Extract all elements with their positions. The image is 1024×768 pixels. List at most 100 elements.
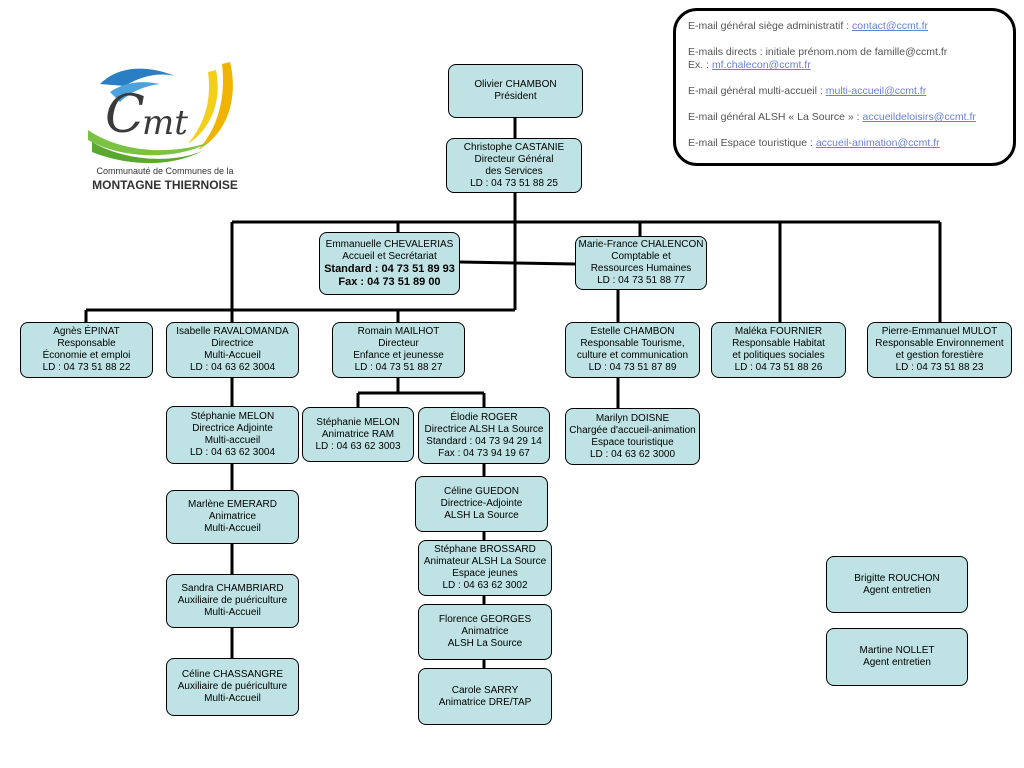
node-line: Animateur ALSH La Source	[423, 556, 547, 567]
node-line: Brigitte ROUCHON	[854, 572, 940, 584]
email-multi-accueil: E-mail général multi-accueil : multi-acc…	[688, 85, 927, 97]
node-line: LD : 04 63 62 3004	[189, 447, 276, 458]
node-line: Élodie ROGER	[450, 411, 518, 423]
node-line: Directrice ALSH La Source	[424, 423, 544, 435]
node-line: Multi-Accueil	[204, 350, 261, 361]
node-line: LD : 04 63 62 3002	[442, 580, 528, 591]
node-line: Économie et emploi	[42, 350, 131, 361]
node-line: Céline GUEDON	[443, 486, 520, 497]
node-line: Multi-accueil	[204, 435, 261, 446]
node-line: Florence GEORGES	[438, 614, 532, 625]
email-alsh: E-mail général ALSH « La Source » : accu…	[688, 111, 976, 123]
email-general: E-mail général siège administratif : con…	[688, 20, 929, 32]
svg-text:C: C	[105, 85, 145, 145]
email-direct: E-mails directs : initiale prénom.nom de…	[688, 46, 948, 71]
node-line: Christophe CASTANIE	[463, 141, 565, 153]
node-line: et gestion forestière	[895, 350, 984, 361]
node-line: LD : 04 73 51 87 89	[588, 362, 677, 373]
node-line: Directrice Adjointe	[192, 423, 273, 434]
node-line: Romain MAILHOT	[357, 326, 440, 337]
node-line: Estelle CHAMBON	[590, 326, 675, 337]
node-line: Isabelle RAVALOMANDA	[176, 326, 289, 337]
node-line: Agnès ÉPINAT	[53, 326, 120, 337]
node-line: Marilyn DOISNE	[595, 412, 670, 424]
node-line: Standard : 04 73 94 29 14	[426, 435, 542, 447]
node-line: Chargée d'accueil-animation	[569, 424, 696, 436]
node-line-bold: Standard : 04 73 51 89 93	[324, 262, 455, 275]
ccmt-logo-mark: C mt	[88, 62, 233, 164]
node-line: LD : 04 73 51 88 25	[470, 177, 558, 189]
node-line: Multi-Accueil	[204, 523, 261, 534]
node-line: LD : 04 63 62 3000	[589, 448, 676, 460]
node-line: Directrice-Adjointe	[440, 498, 523, 509]
node-line: Responsable	[57, 338, 116, 349]
node-line: Carole SARRY	[451, 684, 519, 696]
node-line: LD : 04 63 62 3003	[315, 440, 401, 452]
email-tourism: E-mail Espace touristique : accueil-anim…	[688, 137, 940, 149]
node-line: Emmanuelle CHEVALERIAS	[325, 238, 454, 250]
email-direct-example-link[interactable]: mf.chalecon@ccmt.fr	[711, 59, 811, 71]
node-line: Animatrice	[461, 626, 509, 637]
email-tourism-link[interactable]: accueil-animation@ccmt.fr	[815, 137, 940, 149]
node-line: Pierre-Emmanuel MULOT	[881, 326, 998, 337]
node-line: Agent entretien	[863, 657, 931, 668]
node-line: Maléka FOURNIER	[734, 326, 823, 337]
node-line: Accueil et Secrétariat	[342, 250, 437, 262]
node-line: Stéphane BROSSARD	[434, 544, 536, 555]
node-line: Directeur	[378, 338, 419, 349]
node-line: LD : 04 73 51 88 23	[895, 362, 984, 373]
node-line: Céline CHASSANGRE	[181, 669, 284, 680]
node-line-bold: Fax : 04 73 51 89 00	[338, 275, 441, 288]
node-line: Auxiliaire de puériculture	[177, 681, 288, 692]
node-line: culture et communication	[576, 350, 689, 361]
node-line: Olivier CHAMBON	[474, 79, 557, 90]
node-line: Auxiliaire de puériculture	[177, 595, 288, 606]
node-line: LD : 04 63 62 3004	[189, 362, 276, 373]
node-line: Responsable Habitat	[732, 338, 825, 349]
node-line: LD : 04 73 51 88 27	[354, 362, 443, 373]
node-line: Responsable Environnement	[875, 338, 1004, 349]
node-line: Directrice	[211, 338, 254, 349]
email-info-box: E-mail général siège administratif : con…	[673, 8, 1016, 166]
node-line: Fax : 04 73 94 19 67	[438, 447, 530, 459]
node-line: Espace touristique	[591, 436, 674, 448]
node-line: Marlène EMERARD	[188, 499, 277, 510]
node-line: Espace jeunes	[452, 568, 518, 579]
node-line: LD : 04 73 51 88 77	[597, 275, 685, 286]
node-line: Comptable et	[611, 251, 671, 262]
svg-text:mt: mt	[142, 103, 188, 143]
email-multi-accueil-link[interactable]: multi-accueil@ccmt.fr	[825, 85, 927, 97]
node-line: ALSH La Source	[447, 638, 523, 649]
node-line: Responsable Tourisme,	[580, 338, 685, 349]
node-line: LD : 04 73 51 88 22	[42, 362, 131, 373]
node-line: Multi-Accueil	[204, 693, 261, 704]
node-line: Directeur Général	[474, 153, 554, 165]
email-general-link[interactable]: contact@ccmt.fr	[852, 20, 929, 32]
logo-subtitle: Communauté de Communes de la	[96, 166, 234, 176]
node-line: ALSH La Source	[444, 510, 519, 521]
email-alsh-link[interactable]: accueildeloisirs@ccmt.fr	[862, 111, 976, 123]
node-line: Martine NOLLET	[859, 645, 935, 656]
node-line: Président	[494, 91, 537, 102]
node-line: Multi-Accueil	[204, 607, 261, 618]
node-line: Sandra CHAMBRIARD	[181, 583, 284, 594]
